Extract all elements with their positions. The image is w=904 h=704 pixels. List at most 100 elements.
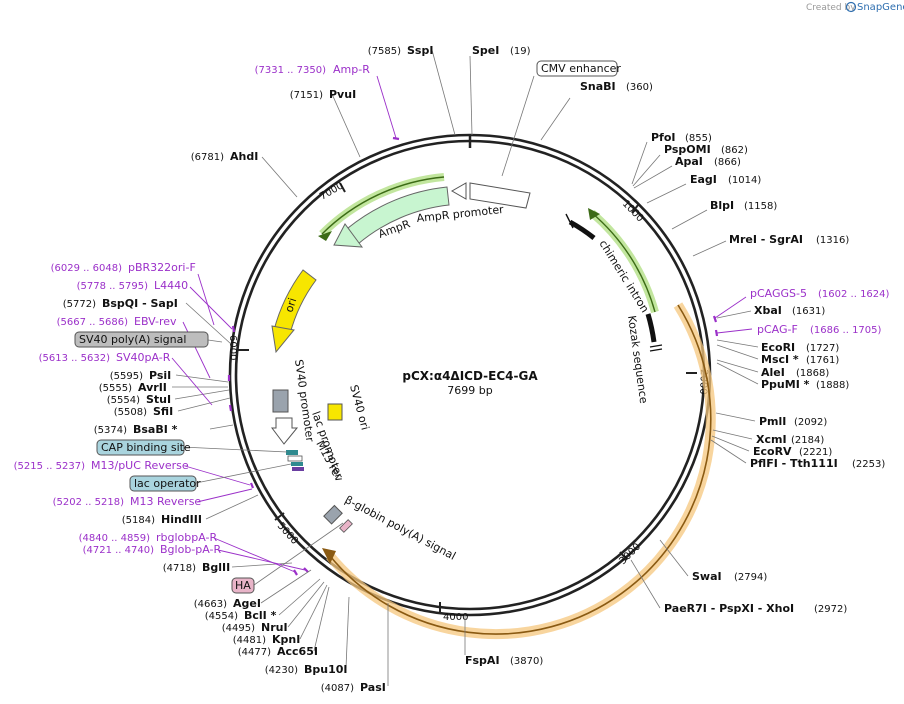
site-pos-ApaI: (866)	[714, 157, 741, 168]
snapgene-brand: SnapGene	[857, 2, 904, 13]
site-name-Bpu10I: Bpu10I	[304, 663, 348, 676]
primer-range-sv40pa-r: (5613 .. 5632)	[39, 353, 111, 364]
site-pos-AhdI: (6781)	[191, 152, 224, 163]
primer-labels: (7331 .. 7350) Amp-R pCAGGS-5 (1602 .. 1…	[14, 63, 890, 556]
site-pos-AgeI: (4663)	[194, 599, 227, 610]
primer-range-m13-reverse: (5202 .. 5218)	[53, 497, 125, 508]
lac-promoter-mark	[287, 455, 303, 462]
site-pos-EcoRV: (2221)	[799, 447, 832, 458]
primer-name-pcaggs-5: pCAGGS-5	[750, 287, 807, 300]
site-pos-PspOMI: (862)	[721, 145, 748, 156]
cap-binding-label: CAP binding site	[101, 441, 191, 454]
ori-label: ori	[282, 296, 299, 314]
site-name-Acc65I: Acc65I	[277, 645, 318, 658]
kozak-label: Kozak sequence	[625, 315, 650, 405]
sv40-polya-label: SV40 poly(A) signal	[79, 333, 186, 346]
kozak-shape	[645, 313, 657, 343]
ha-label: HA	[235, 579, 251, 592]
site-pos-PfoI: (855)	[685, 133, 712, 144]
site-name-StuI: StuI	[146, 393, 171, 406]
site-name-SnaBI: SnaBI	[580, 80, 616, 93]
site-pos-NruI: (4495)	[222, 623, 255, 634]
sv40-promoter-arrow	[271, 417, 299, 445]
site-name-XcmI: XcmI	[756, 433, 787, 446]
orange-highlight	[326, 302, 716, 639]
sv40-promoter-label: SV40 promoter	[292, 359, 316, 444]
site-name-SwaI: SwaI	[692, 570, 722, 583]
site-name-FspAI: FspAI	[465, 654, 500, 667]
site-name-AgeI: AgeI	[233, 597, 261, 610]
sv40-promoter-box	[272, 389, 289, 413]
ori-arrowhead	[271, 325, 295, 354]
primer-range-pcaggs-5: (1602 .. 1624)	[818, 289, 890, 300]
site-pos-EagI: (1014)	[728, 175, 761, 186]
tick-label-1000: 1000	[620, 198, 646, 224]
created-by-label: Created by	[806, 3, 856, 13]
primer-name-pcag-f: pCAG-F	[757, 323, 798, 336]
site-pos-MscI: (1761)	[806, 355, 839, 366]
primer-name-bglob-pa-r: Bglob-pA-R	[160, 543, 222, 556]
site-name-PflFI-Tth111I: PflFI - Tth111I	[750, 457, 838, 470]
orange-highlight-line	[329, 304, 712, 635]
ampr-arrowhead	[333, 223, 364, 248]
site-name-BglII: BglII	[202, 561, 230, 574]
primer-range-m13-puc-reverse: (5215 .. 5237)	[14, 461, 86, 472]
site-name-KpnI: KpnI	[272, 633, 300, 646]
primer-range-amp-r: (7331 .. 7350)	[255, 65, 327, 76]
site-name-MreI-SgrAI: MreI - SgrAI	[729, 233, 803, 246]
site-name-BspQI: BspQI - SapI	[102, 297, 178, 310]
site-name-PaeR7I: PaeR7I - PspXI - XhoI	[664, 602, 794, 615]
site-name-EcoRV: EcoRV	[753, 445, 792, 458]
ha-box	[231, 577, 255, 594]
site-name-ApaI: ApaI	[675, 155, 703, 168]
site-pos-EcoRI: (1727)	[806, 343, 839, 354]
primer-name-pbr322ori-f: pBR322ori-F	[128, 261, 196, 274]
lac-operator-label: lac operator	[134, 477, 201, 490]
site-pos-SfiI: (5508)	[114, 407, 147, 418]
site-name-AleI: AleI	[761, 366, 785, 379]
primer-name-m13-reverse: M13 Reverse	[130, 495, 201, 508]
site-pos-XbaI: (1631)	[792, 306, 825, 317]
site-name-AvrII: AvrII	[138, 381, 167, 394]
primer-marks	[227, 136, 719, 576]
site-name-SspI: SspI	[407, 44, 433, 57]
ampr-promoter-arrow	[450, 182, 467, 200]
site-name-PmlI: PmlI	[759, 415, 786, 428]
beta-globin-label: β-globin poly(A) signal	[343, 493, 458, 563]
primer-name-m13-puc-reverse: M13/pUC Reverse	[91, 459, 189, 472]
site-name-EcoRI: EcoRI	[761, 341, 795, 354]
cmv-enhancer-label: CMV enhancer	[541, 62, 621, 75]
site-name-AhdI: AhdI	[230, 150, 258, 163]
site-pos-PasI: (4087)	[321, 683, 354, 694]
site-name-PsiI: PsiI	[149, 369, 171, 382]
site-pos-StuI: (5554)	[107, 395, 140, 406]
site-name-BclI: BclI *	[244, 609, 277, 622]
primer-range-ebv-rev: (5667 .. 5686)	[57, 317, 129, 328]
beta-globin-box	[323, 504, 343, 525]
site-name-PspOMI: PspOMI	[664, 143, 711, 156]
site-name-BsaBI: BsaBI *	[133, 423, 178, 436]
primer-name-l4440: L4440	[154, 279, 188, 292]
primer-name-rbglobpa-r: rbglobpA-R	[156, 531, 217, 544]
green-arrow-top-line	[321, 176, 445, 235]
plasmid-length: 7699 bp	[447, 384, 492, 397]
site-pos-PpuMI: (1888)	[816, 380, 849, 391]
site-pos-FspAI: (3870)	[510, 656, 543, 667]
sv40-ori-label: SV40 ori	[347, 383, 372, 431]
site-pos-PsiI: (5595)	[110, 371, 143, 382]
site-pos-SpeI: (19)	[510, 46, 531, 57]
kozak-mark-b	[649, 348, 663, 352]
boxed-feature-labels: CMV enhancer SV40 poly(A) signal CAP bin…	[74, 60, 621, 594]
site-name-BlpI: BlpI	[710, 199, 734, 212]
ha-mark	[339, 519, 353, 533]
ampr-promoter-shape	[469, 182, 531, 209]
green-arrow-right-line	[591, 212, 656, 313]
primer-name-sv40pa-r: SV40pA-R	[116, 351, 171, 364]
site-pos-BlpI: (1158)	[744, 201, 777, 212]
site-name-PvuI: PvuI	[329, 88, 356, 101]
site-name-XbaI: XbaI	[754, 304, 782, 317]
primer-range-rbglobpa-r: (4840 .. 4859)	[79, 533, 151, 544]
site-pos-PflFI-Tth111I: (2253)	[852, 459, 885, 470]
site-name-PpuMI: PpuMI *	[761, 378, 810, 391]
